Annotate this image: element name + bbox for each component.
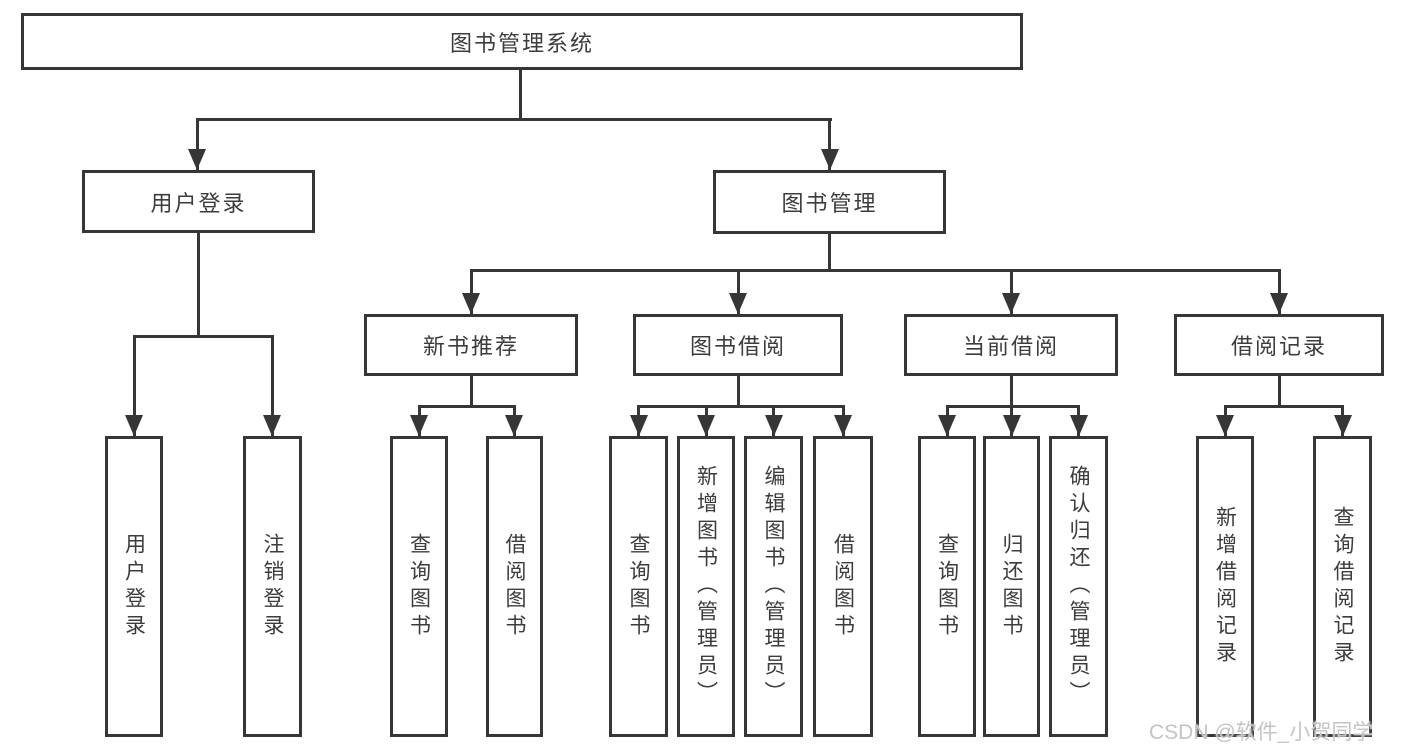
connector-leaf-user-login-stem [133,337,136,436]
arrow-to-leaf-nb-query [410,415,428,436]
node-root: 图书管理系统 [21,13,1023,70]
leaf-bb-borrow-books: 借阅图书 [813,436,873,737]
connector-root-stem [519,70,522,120]
node-current-borrow: 当前借阅 [904,314,1118,376]
arrow-to-leaf-user-login [125,415,143,436]
connector-borrow-down [737,376,740,408]
arrow-to-leaf-cb-return [1003,415,1021,436]
connector-current-bar [946,405,1080,408]
arrow-to-leaf-cb-query [938,415,956,436]
connector-root-bar [196,118,832,121]
leaf-bb-borrow-books-label: 借阅图书 [831,532,855,641]
arrow-to-leaf-br-add [1216,415,1234,436]
arrow-to-leaf-bb-edit [765,415,783,436]
leaf-bb-edit-books-admin-label: 编辑图书（管理员） [762,465,785,708]
arrow-to-book-mgmt [821,149,839,170]
arrow-to-leaf-bb-add [697,415,715,436]
node-user-login: 用户登录 [82,170,315,233]
leaf-nb-query-books: 查询图书 [390,436,448,737]
arrow-to-user-login [188,149,206,170]
node-borrow-records: 借阅记录 [1174,314,1384,376]
leaf-cb-query-books: 查询图书 [918,436,976,737]
arrow-to-leaf-bb-borrow [834,415,852,436]
node-current-borrow-label: 当前借阅 [962,334,1059,359]
leaf-user-login-label: 用户登录 [122,532,146,641]
connector-new-book-down [470,376,473,408]
arrow-to-leaf-logout [263,415,281,436]
leaf-logout: 注销登录 [243,436,302,737]
connector-book-mgmt-bar [470,269,1281,272]
node-new-book: 新书推荐 [364,314,578,376]
connector-user-login-bar [133,335,274,338]
leaf-bb-add-books-admin-label: 新增图书（管理员） [694,465,718,708]
node-borrow-records-label: 借阅记录 [1230,334,1327,359]
leaf-bb-add-books-admin: 新增图书（管理员） [677,436,735,737]
leaf-nb-borrow-books-label: 借阅图书 [503,532,526,641]
leaf-cb-return-books: 归还图书 [983,436,1040,737]
arrow-to-leaf-nb-borrow [505,415,523,436]
leaf-br-add-record: 新增借阅记录 [1196,436,1254,737]
connector-records-bar [1224,405,1344,408]
connector-leaf-logout-stem [271,337,274,436]
node-user-login-label: 用户登录 [150,190,247,216]
leaf-bb-query-books-label: 查询图书 [627,532,650,641]
connector-new-book-bar [418,405,516,408]
arrow-to-leaf-cb-confirm [1070,415,1088,436]
connector-book-mgmt-down [828,234,831,272]
leaf-cb-confirm-return-admin: 确认归还（管理员） [1049,436,1108,737]
node-book-borrow-label: 图书借阅 [689,334,786,359]
node-book-borrow: 图书借阅 [633,314,843,376]
connector-borrow-bar [637,405,845,408]
connector-book-mgmt-stem [828,120,831,170]
connector-user-login-down [197,233,200,338]
arrow-to-new-book [462,293,480,314]
arrow-to-current [1002,293,1020,314]
leaf-cb-confirm-return-admin-label: 确认归还（管理员） [1067,465,1090,708]
leaf-cb-query-books-label: 查询图书 [935,532,959,641]
leaf-br-add-record-label: 新增借阅记录 [1213,505,1237,668]
leaf-nb-query-books-label: 查询图书 [407,532,431,641]
leaf-br-query-record-label: 查询借阅记录 [1331,505,1354,668]
connector-user-login-stem [196,120,199,170]
arrow-to-borrow [729,293,747,314]
node-root-label: 图书管理系统 [449,30,594,56]
leaf-nb-borrow-books: 借阅图书 [486,436,543,737]
arrow-to-leaf-bb-query [630,415,648,436]
node-new-book-label: 新书推荐 [422,334,519,359]
connector-current-down [1010,376,1013,408]
arrow-to-leaf-br-query [1334,415,1352,436]
node-book-mgmt-label: 图书管理 [781,191,878,216]
node-book-mgmt: 图书管理 [713,170,946,234]
leaf-logout-label: 注销登录 [261,532,284,641]
leaf-cb-return-books-label: 归还图书 [1000,532,1023,641]
connector-records-down [1278,376,1281,408]
leaf-user-login: 用户登录 [105,436,163,737]
leaf-bb-edit-books-admin: 编辑图书（管理员） [744,436,803,737]
leaf-br-query-record: 查询借阅记录 [1313,436,1372,737]
arrow-to-records [1270,293,1288,314]
csdn-watermark: CSDN @软件_小贺同学 [1149,721,1374,744]
leaf-bb-query-books: 查询图书 [609,436,668,737]
